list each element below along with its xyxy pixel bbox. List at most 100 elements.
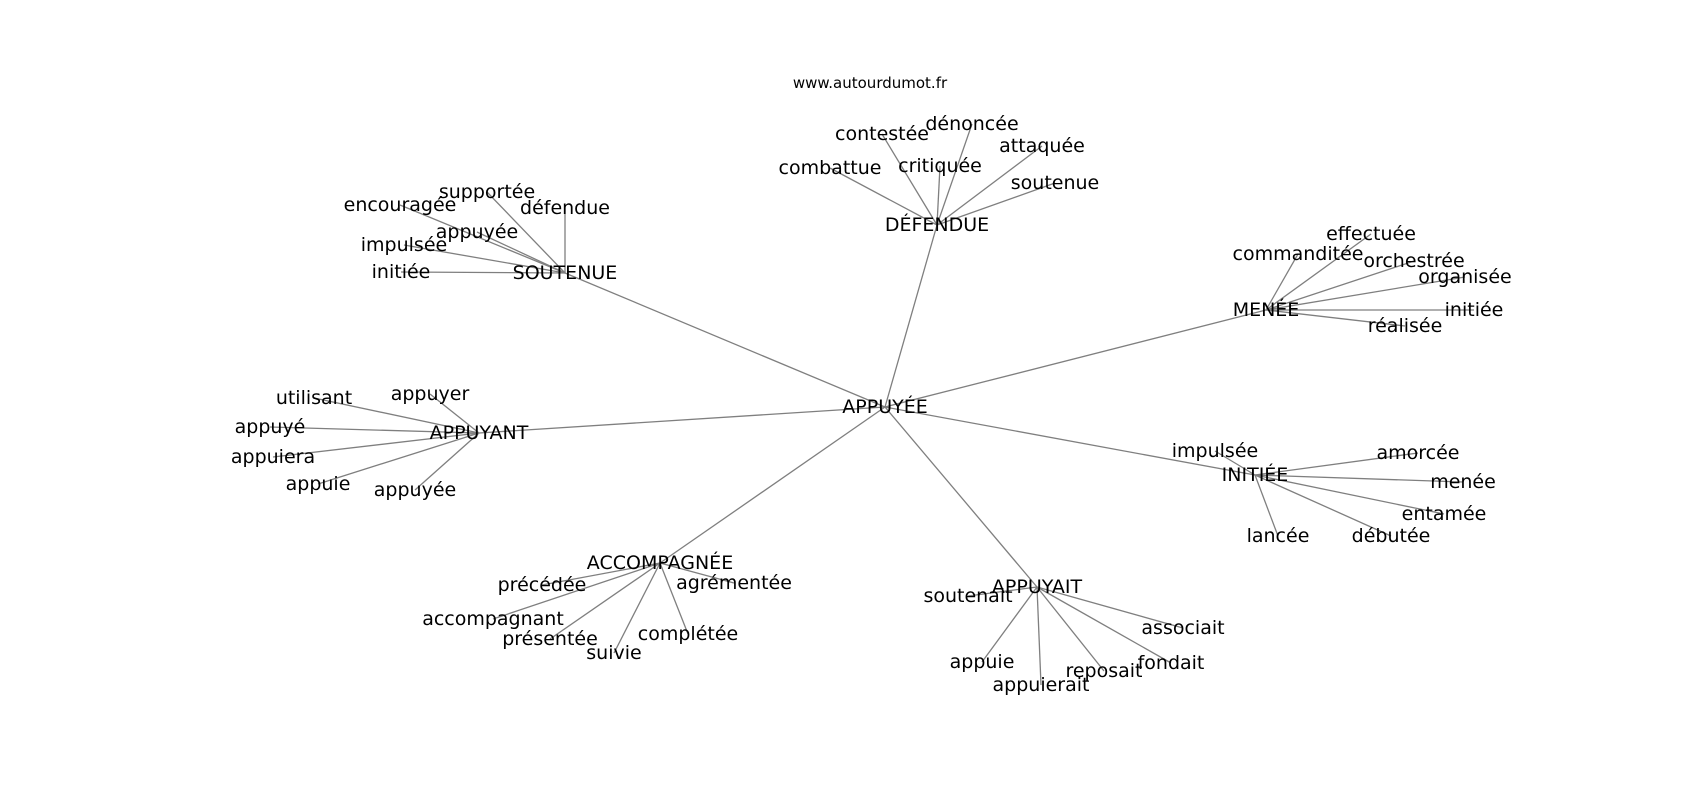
leaf-node[interactable]: reposait	[1065, 660, 1142, 682]
edge-soutenue-3	[476, 231, 566, 274]
edge-appuyait-3	[1036, 586, 1172, 664]
leaf-node[interactable]: attaquée	[999, 135, 1085, 157]
leaf-node[interactable]: menée	[1430, 471, 1496, 493]
site-url: www.autourdumot.fr	[793, 74, 948, 92]
leaf-node[interactable]: critiquée	[898, 155, 982, 177]
edge-soutenue-0	[486, 191, 566, 274]
edge-appuyait-5	[1036, 586, 1042, 686]
edge-accompagnee-0	[541, 562, 661, 586]
edge-menee-3	[1265, 276, 1466, 311]
leaf-node[interactable]: défendue	[520, 197, 610, 219]
edge-defendue-3	[936, 123, 973, 226]
leaf-node[interactable]: orchestrée	[1363, 250, 1464, 272]
edge-initiee-4	[1254, 474, 1279, 537]
edge-appuyant-3	[272, 432, 480, 458]
edge-accompagnee-1	[659, 562, 735, 584]
edge-accompagnee-3	[549, 562, 661, 640]
leaf-node[interactable]: associait	[1141, 617, 1224, 639]
edge-center-menee	[884, 309, 1267, 408]
leaf-node[interactable]: effectuée	[1326, 223, 1416, 245]
edge-appuyant-4	[317, 432, 480, 485]
leaf-node[interactable]: initiée	[372, 261, 431, 283]
edge-appuyait-4	[1036, 586, 1105, 672]
edge-defendue-0	[829, 167, 938, 226]
hub-node-accompagnee[interactable]: ACCOMPAGNÉE	[587, 551, 733, 574]
leaf-node[interactable]: dénoncée	[925, 113, 1018, 135]
graph-edges	[269, 123, 1474, 686]
leaf-node[interactable]: appuierait	[993, 674, 1090, 696]
leaf-node[interactable]: réalisée	[1368, 315, 1443, 337]
edge-initiee-3	[1254, 474, 1445, 515]
edge-initiee-5	[1254, 474, 1392, 537]
leaf-node[interactable]: soutenue	[1011, 172, 1099, 194]
edge-accompagnee-5	[659, 562, 689, 635]
edge-appuyant-2	[269, 426, 480, 434]
leaf-node[interactable]: commanditée	[1233, 243, 1364, 265]
edge-appuyant-5	[414, 432, 480, 491]
leaf-node[interactable]: appuyer	[391, 383, 470, 405]
edge-appuyant-1	[429, 393, 480, 434]
leaf-node[interactable]: complétée	[638, 623, 738, 645]
leaf-node[interactable]: supportée	[439, 181, 535, 203]
leaf-node[interactable]: lancée	[1247, 525, 1310, 547]
edge-menee-5	[1265, 309, 1406, 327]
edge-center-appuyait	[884, 406, 1038, 588]
leaf-node[interactable]: appuyée	[374, 479, 456, 501]
leaf-node[interactable]: suivie	[586, 642, 641, 664]
leaf-node[interactable]: contestée	[835, 123, 929, 145]
edge-menee-1	[1265, 233, 1372, 311]
edge-appuyait-1	[1036, 586, 1184, 629]
hub-node-defendue[interactable]: DÉFENDUE	[885, 213, 989, 236]
leaf-node[interactable]: appuyé	[235, 416, 306, 438]
leaf-node[interactable]: appuyée	[436, 221, 518, 243]
leaf-node[interactable]: accompagnant	[422, 608, 564, 630]
leaf-node[interactable]: combattue	[779, 157, 882, 179]
edge-defendue-2	[936, 165, 941, 226]
leaf-node[interactable]: agrémentée	[676, 572, 792, 594]
edge-soutenue-5	[400, 271, 566, 274]
leaf-node[interactable]: utilisant	[276, 387, 352, 409]
edge-appuyant-0	[313, 397, 480, 434]
edge-center-soutenue	[564, 272, 886, 408]
edge-defendue-1	[881, 133, 938, 226]
edge-menee-0	[1265, 253, 1299, 311]
leaf-node[interactable]: impulsée	[361, 234, 447, 256]
graph-labels: APPUYÉE DÉFENDUE combattue contestée critiqu…	[231, 113, 1512, 696]
hub-node-initiee[interactable]: INITIÉE	[1222, 463, 1289, 486]
leaf-node[interactable]: fondait	[1138, 652, 1205, 674]
edge-center-defendue	[884, 224, 938, 408]
leaf-node[interactable]: encouragée	[344, 194, 457, 216]
edge-accompagnee-4	[613, 562, 661, 654]
leaf-node[interactable]: appuiera	[231, 446, 315, 468]
edge-initiee-2	[1254, 474, 1464, 483]
leaf-node[interactable]: impulsée	[1172, 440, 1258, 462]
leaf-node[interactable]: initiée	[1445, 299, 1504, 321]
edge-defendue-5	[936, 182, 1056, 226]
leaf-node[interactable]: présentée	[502, 628, 598, 650]
leaf-node[interactable]: appuie	[950, 651, 1015, 673]
leaf-node[interactable]: soutenait	[923, 585, 1012, 607]
leaf-node[interactable]: précédée	[498, 574, 587, 596]
edge-appuyait-0	[967, 586, 1038, 597]
edge-soutenue-4	[403, 244, 566, 274]
hub-node-appuyait[interactable]: APPUYAIT	[992, 576, 1083, 598]
edge-appuyait-2	[981, 586, 1038, 663]
leaf-node[interactable]: débutée	[1352, 525, 1431, 547]
edge-accompagnee-2	[492, 562, 661, 620]
edge-menee-2	[1265, 260, 1415, 311]
hub-node-menee[interactable]: MENÉE	[1233, 298, 1300, 321]
edge-initiee-0	[1214, 450, 1256, 476]
center-node[interactable]: APPUYÉE	[842, 395, 927, 418]
edge-initiee-1	[1254, 452, 1419, 476]
edge-center-appuyant	[478, 406, 886, 434]
edge-defendue-4	[936, 145, 1043, 226]
hub-node-appuyant[interactable]: APPUYANT	[430, 422, 529, 444]
edge-soutenue-1	[399, 204, 566, 274]
leaf-node[interactable]: entamée	[1402, 503, 1487, 525]
leaf-node[interactable]: appuie	[286, 473, 351, 495]
edge-center-accompagnee	[659, 406, 886, 564]
leaf-node[interactable]: amorcée	[1377, 442, 1460, 464]
leaf-node[interactable]: organisée	[1418, 266, 1511, 288]
hub-node-soutenue[interactable]: SOUTENUE	[513, 262, 618, 284]
